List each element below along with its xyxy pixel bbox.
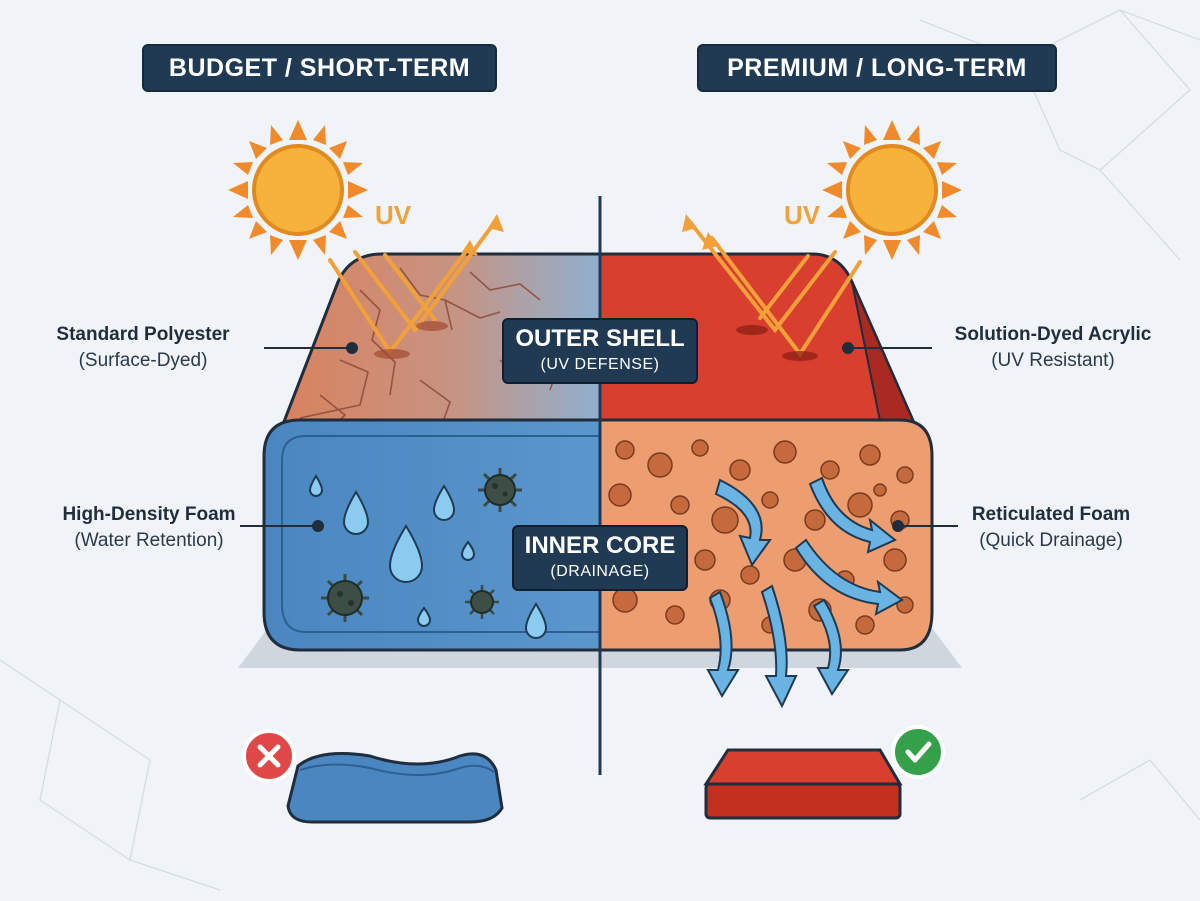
inner-core-title: INNER CORE — [524, 532, 676, 559]
water-drop-icon — [308, 474, 548, 639]
uv-impact — [374, 349, 410, 359]
solution-dyed-acrylic-subtitle: (UV Resistant) — [991, 350, 1115, 371]
reticulated-foam-subtitle: (Quick Drainage) — [979, 530, 1123, 551]
standard-polyester-title: Standard Polyester — [56, 324, 230, 345]
outer-shell-title: OUTER SHELL — [515, 325, 685, 352]
high-density-foam-title: High-Density Foam — [62, 504, 236, 525]
high-density-foam-label: High-Density Foam (Water Retention) — [24, 502, 274, 554]
sun-icon — [822, 120, 962, 260]
budget-shell-top — [277, 252, 602, 434]
inner-core-subtitle: (DRAINAGE) — [550, 563, 650, 580]
virus-icon — [478, 468, 522, 512]
leader-lines — [240, 342, 958, 532]
virus-icon — [321, 574, 369, 622]
solution-dyed-acrylic-label: Solution-Dyed Acrylic (UV Resistant) — [928, 322, 1178, 374]
sun-icon — [228, 120, 368, 260]
budget-header: BUDGET / SHORT-TERM — [142, 44, 497, 92]
premium-cushion-outcome — [703, 748, 903, 820]
standard-polyester-subtitle: (Surface-Dyed) — [78, 350, 208, 371]
standard-polyester-label: Standard Polyester (Surface-Dyed) — [18, 322, 268, 374]
uv-label-right: UV — [784, 200, 821, 230]
uv-impact — [736, 325, 768, 335]
close-icon — [242, 729, 296, 783]
uv-ray-arrowheads-left — [462, 214, 504, 256]
uv-label-left: UV — [375, 200, 412, 230]
high-density-foam-subtitle: (Water Retention) — [74, 530, 224, 551]
uv-impact — [782, 351, 818, 361]
virus-icon — [465, 585, 499, 619]
reticulated-foam-title: Reticulated Foam — [971, 504, 1131, 525]
outer-shell-subtitle: (UV DEFENSE) — [540, 356, 660, 373]
check-icon — [891, 725, 945, 779]
budget-foam-inner — [281, 435, 600, 633]
premium-header: PREMIUM / LONG-TERM — [697, 44, 1057, 92]
reticulated-foam-label: Reticulated Foam (Quick Drainage) — [926, 502, 1176, 554]
uv-ray-arrowheads-right — [682, 214, 718, 250]
drainage-arrow-icon — [706, 476, 904, 709]
solution-dyed-acrylic-title: Solution-Dyed Acrylic — [954, 324, 1152, 345]
outer-shell-label: OUTER SHELL (UV DEFENSE) — [502, 318, 698, 384]
budget-cushion-outcome — [286, 752, 504, 824]
inner-core-label: INNER CORE (DRAINAGE) — [512, 525, 688, 591]
uv-impact — [416, 321, 448, 331]
